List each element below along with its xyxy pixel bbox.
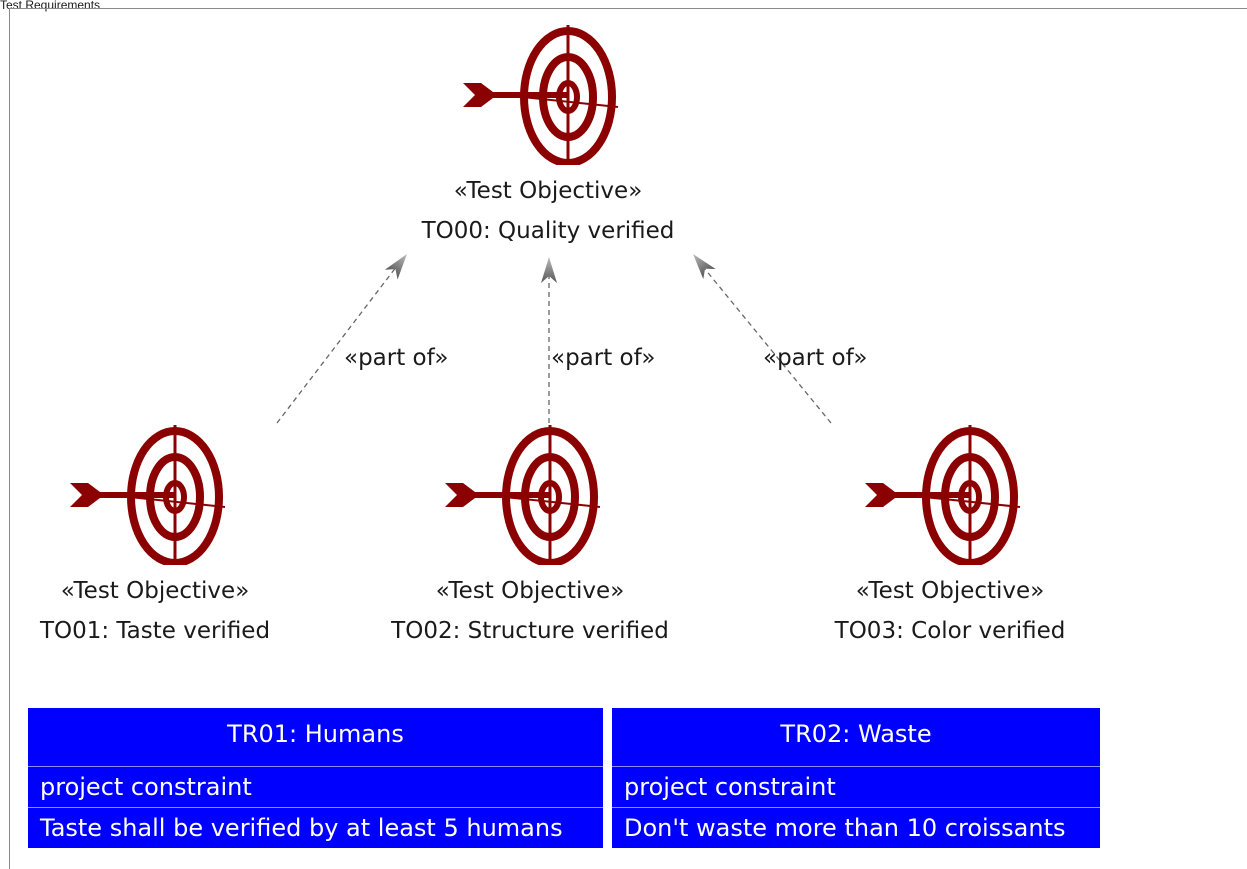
target-icon [445, 425, 601, 565]
requirement-kind: project constraint [40, 773, 252, 801]
stereotype-label: «Test Objective» [855, 578, 1045, 604]
relation-label-to03: «part of» [763, 345, 868, 371]
requirement-title: TR02: Waste [612, 708, 1100, 767]
relation-to01-to00[interactable] [276, 249, 413, 424]
diagram-frame [9, 8, 1247, 869]
objective-to03[interactable]: «Test Objective» TO03: Color verified [800, 425, 1100, 651]
requirement-title: TR01: Humans [28, 708, 603, 767]
target-icon [865, 425, 1021, 565]
stereotype-label: «Test Objective» [453, 178, 643, 204]
stereotype-label: «Test Objective» [60, 578, 250, 604]
relation-to02-to00[interactable] [541, 257, 557, 423]
objective-name: TO01: Taste verified [39, 618, 271, 644]
target-icon [463, 25, 619, 165]
relation-label-to02: «part of» [551, 345, 656, 371]
objective-to00[interactable]: «Test Objective» TO00: Quality verified [398, 25, 698, 251]
target-icon [70, 425, 226, 565]
requirement-tr02[interactable]: TR02: Waste project constraint Don't was… [612, 708, 1100, 848]
objective-to02[interactable]: «Test Objective» TO02: Structure verifie… [380, 425, 680, 651]
objective-name: TO00: Quality verified [421, 218, 675, 244]
relation-to03-to00[interactable] [687, 249, 832, 424]
requirement-kind: project constraint [624, 773, 836, 801]
objective-to01[interactable]: «Test Objective» TO01: Taste verified [5, 425, 305, 651]
stereotype-label: «Test Objective» [435, 578, 625, 604]
objective-name: TO03: Color verified [834, 618, 1066, 644]
objective-name: TO02: Structure verified [391, 618, 669, 644]
requirement-text: Don't waste more than 10 croissants [612, 807, 1100, 848]
requirement-text: Taste shall be verified by at least 5 hu… [28, 807, 603, 848]
relation-label-to01: «part of» [344, 345, 449, 371]
requirement-tr01[interactable]: TR01: Humans project constraint Taste sh… [28, 708, 603, 848]
page-label: Test Requirements [0, 0, 101, 12]
